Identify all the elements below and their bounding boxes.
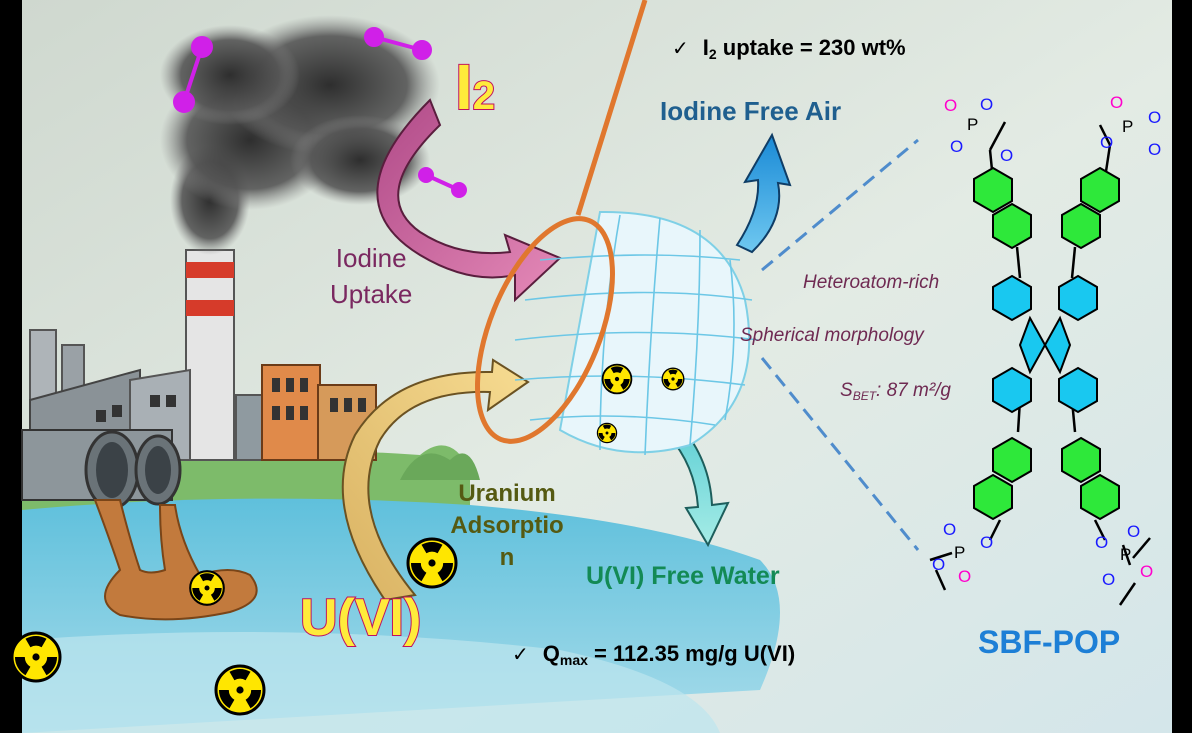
atom-o: O [1102,570,1116,589]
atom-o-double: O [944,96,958,115]
material-name: SBF-POP [978,624,1121,660]
atom-o-double: O [1110,93,1124,112]
property-morphology: Spherical morphology [740,325,924,346]
pipe-icon [21,429,182,510]
arrow-icon [735,132,792,254]
atom-o-double: O [958,567,972,586]
atom-o: O [1095,533,1109,552]
uvi-free-water-label: U(VI) Free Water [586,562,780,590]
iodine-free-air-label: Iodine Free Air [660,96,842,126]
atom-o: O [1127,522,1141,541]
atom-p: P [1122,117,1134,136]
atom-o: O [950,137,964,156]
arrow-icon [666,423,730,548]
property-surface-area: SBET: 87 m²/g [840,380,952,403]
atom-o-double: O [1140,562,1154,581]
atom-o: O [943,520,957,539]
atom-p: P [954,543,966,562]
iodine-uptake-stat: ✓I2 uptake = 230 wt% [672,35,906,62]
iodine-pollutant-label: I2 [454,51,496,123]
radiation-icon [10,631,62,683]
check-icon: ✓ [512,644,529,666]
atom-o: O [980,95,994,114]
arrow-icon [341,358,530,602]
atom-o: O [980,533,994,552]
radiation-icon [596,422,618,444]
check-icon: ✓ [672,38,689,60]
arrow-icon [376,98,562,303]
uranium-pollutant-label: U(VI) [299,589,422,647]
property-heteroatom: Heteroatom-rich [803,272,940,293]
zoom-line [760,357,920,551]
atom-p: P [1120,545,1132,564]
radiation-icon [601,363,633,395]
atom-p: P [967,115,979,134]
smoke-icon [160,15,440,255]
zoom-line [761,138,919,272]
radiation-icon [214,664,266,716]
atom-o: O [1000,146,1014,165]
atom-o: O [1100,133,1114,152]
atom-o: O [932,555,946,574]
uranium-capacity-stat: ✓Qmax = 112.35 mg/g U(VI) [512,641,796,668]
atom-o: O [1148,108,1162,127]
radiation-icon [189,570,225,606]
sbf-pop-structure [929,121,1151,606]
radiation-icon [661,367,685,391]
capture-net-icon [475,0,759,456]
atom-o: O [1148,140,1162,159]
